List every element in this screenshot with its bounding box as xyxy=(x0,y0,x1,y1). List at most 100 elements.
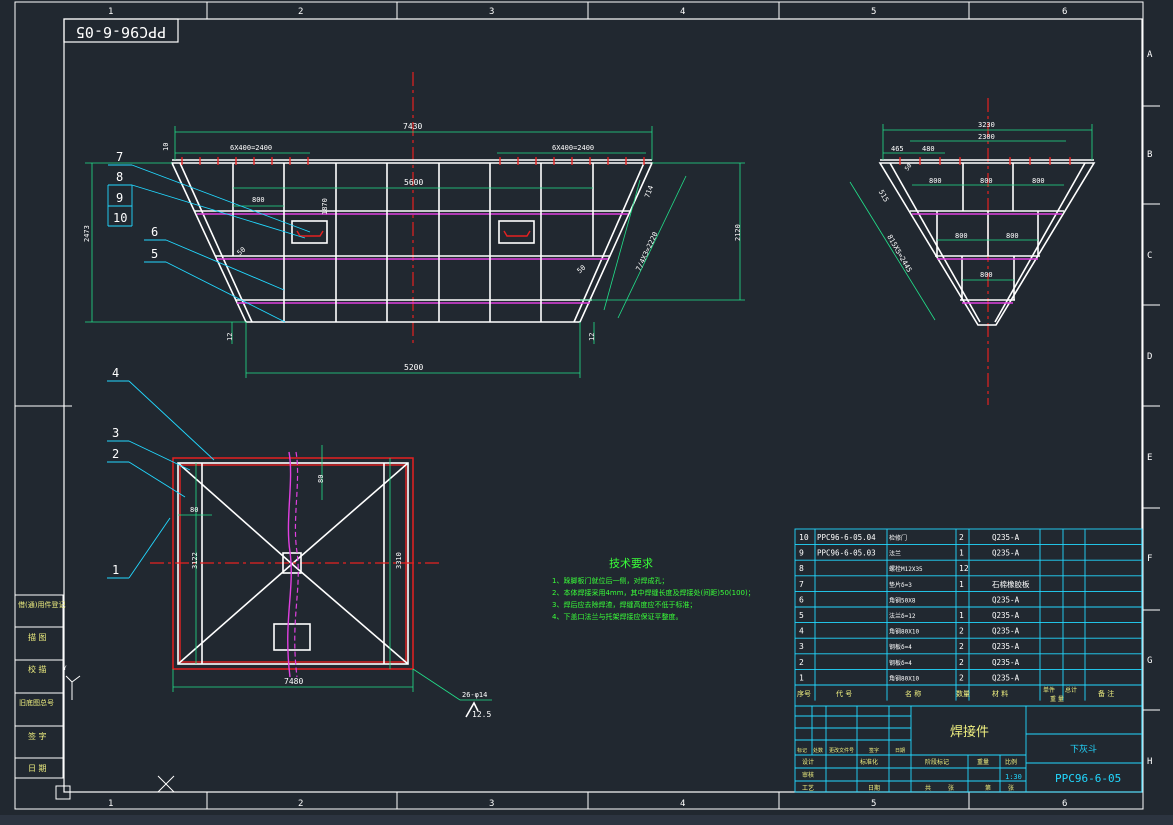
row-b: B xyxy=(1147,150,1152,160)
bom-row-code: PPC96-6-05.03 xyxy=(817,549,876,558)
side-dim-480: 480 xyxy=(922,145,935,153)
col-2-bottom: 2 xyxy=(298,799,303,809)
bom-row-material: Q235-A xyxy=(992,533,1020,542)
row-h: H xyxy=(1147,757,1152,767)
side-dim-465: 465 xyxy=(891,145,904,153)
tb-label-7: 审核 xyxy=(802,771,814,779)
side-dim-515: 515 xyxy=(877,189,890,204)
tb-label-16: 张 xyxy=(1008,784,1014,792)
side-row1-b: 800 xyxy=(980,177,993,185)
dim-height-1870: 1870 xyxy=(321,198,329,215)
plan-view[interactable]: 4 3 2 1 80 80 3122 3310 7480 26-φ14 12.5 xyxy=(107,366,492,719)
dim-bottom-width: 5200 xyxy=(404,363,423,372)
col-4-top: 4 xyxy=(680,7,685,17)
bom-row-no: 10 xyxy=(799,533,809,542)
tech-item-4: 4、下盖口法兰与托架焊接应保证平整度。 xyxy=(552,612,682,621)
front-view[interactable]: 7430 6X400=2400 6X400=2400 10 5600 800 1… xyxy=(83,72,745,378)
plan-weld-note: 26-φ14 xyxy=(462,691,487,699)
roughness-symbol xyxy=(465,701,479,718)
bom-row-qty: 2 xyxy=(959,627,964,636)
dim-50b: 50 xyxy=(576,264,588,276)
tech-item-3: 3、焊后应去除焊渣，焊缝高度应不低于标准； xyxy=(552,600,696,609)
dim-slope: 7/4X3=2220 xyxy=(635,231,660,273)
bom-row-no: 6 xyxy=(799,595,804,604)
stamp-6: 日 期 xyxy=(28,764,47,773)
tb-label-8: 工艺 xyxy=(802,784,814,792)
plan-height-left: 3122 xyxy=(191,552,199,569)
dim-height-2473: 2473 xyxy=(83,225,91,242)
bom-row-qty: 2 xyxy=(959,642,964,651)
col-5-bottom: 5 xyxy=(871,799,876,809)
bom-header-weight: 重 量 xyxy=(1050,695,1064,703)
tb-label-12: 比例 xyxy=(1005,758,1017,766)
tb-label-15: 第 xyxy=(985,784,991,792)
dim-714: 714 xyxy=(643,184,655,199)
plan-height-right: 3310 xyxy=(395,552,403,569)
bom-row-qty: 1 xyxy=(959,580,964,589)
status-bar xyxy=(0,815,1173,825)
bom-row-no: 9 xyxy=(799,549,804,558)
tb-label-2: 更改文件号 xyxy=(829,747,854,754)
bom-row-no: 2 xyxy=(799,658,804,667)
plan-dim-80b: 80 xyxy=(317,475,325,483)
title-scale: 1:30 xyxy=(1005,773,1022,781)
outer-border xyxy=(14,1,1144,810)
tb-label-11: 重量 xyxy=(977,758,989,766)
bom-header-remark: 备 注 xyxy=(1098,689,1114,698)
bom-row-name: 螺栓M12X35 xyxy=(889,565,923,573)
tb-label-9: 日期 xyxy=(868,784,880,792)
ucs-y-label: Y xyxy=(63,665,67,672)
dim-overall-width: 7430 xyxy=(403,122,422,131)
col-6-top: 6 xyxy=(1062,7,1067,17)
bom-row-material: Q235-A xyxy=(992,658,1020,667)
bom-row-qty: 2 xyxy=(959,658,964,667)
bom-header-name: 名 称 xyxy=(905,689,921,698)
tb-label-13: 共 xyxy=(925,784,931,792)
bom-row-qty: 1 xyxy=(959,549,964,558)
side-stamp: 借(通)用件登记 描 图 校 描 旧底图总号 签 字 日 期 xyxy=(14,594,65,779)
side-row1-a: 800 xyxy=(929,177,942,185)
row-a: A xyxy=(1147,50,1153,60)
column-labels-bottom: 1 2 3 4 5 6 xyxy=(108,799,1067,809)
side-row3: 800 xyxy=(980,271,993,279)
row-c: C xyxy=(1147,251,1152,261)
tb-label-3: 签字 xyxy=(869,747,879,754)
balloon-10: 10 xyxy=(113,211,127,225)
tech-requirements: 技术要求 1、跺脚板门就位后一侧，对焊成孔； 2、本体焊接采用4mm，其中焊缝长… xyxy=(552,557,755,621)
balloon-9: 9 xyxy=(116,191,123,205)
plan-width: 7480 xyxy=(284,677,303,686)
tb-label-10: 阶段标记 xyxy=(925,758,949,766)
balloon-6: 6 xyxy=(151,225,158,239)
bom-row-name: 法兰δ=12 xyxy=(889,612,916,620)
stamp-3: 校 描 xyxy=(28,664,47,674)
dim-12a: 12 xyxy=(226,333,234,341)
tech-title: 技术要求 xyxy=(609,557,653,570)
balloon-1: 1 xyxy=(112,563,119,577)
balloon-7: 7 xyxy=(116,150,123,164)
bom-row-name: 角钢50X8 xyxy=(889,596,916,604)
dim-12b: 12 xyxy=(588,333,596,341)
plan-roughness: 12.5 xyxy=(472,710,491,719)
bom-row-no: 5 xyxy=(799,611,804,620)
dim-top-flange: 10 xyxy=(162,143,170,151)
title-block[interactable]: 焊接件 下灰斗 PPC96-6-05 1:30 标记 处数 更改文件号 签字 日… xyxy=(794,705,1143,793)
col-5-top: 5 xyxy=(871,7,876,17)
bom-row-material: Q235-A xyxy=(992,595,1020,604)
tech-item-1: 1、跺脚板门就位后一侧，对焊成孔； xyxy=(552,576,668,585)
bom-header-total: 总计 xyxy=(1065,686,1077,694)
bom-row-material: Q235-A xyxy=(992,627,1020,636)
row-d: D xyxy=(1147,352,1152,362)
side-view[interactable]: 3230 2300 465 480 50 515 800 800 800 800… xyxy=(849,98,1096,405)
bom-row-no: 1 xyxy=(799,673,804,682)
dim-panel-800: 800 xyxy=(252,196,265,204)
stamp-4: 旧底图总号 xyxy=(19,698,54,707)
tb-label-1: 处数 xyxy=(813,747,823,754)
side-dim-inner: 2300 xyxy=(978,133,995,141)
bom-row-code: PPC96-6-05.04 xyxy=(817,533,876,542)
bom-row-material: Q235-A xyxy=(992,673,1020,682)
bom-row-material: Q235-A xyxy=(992,611,1020,620)
tb-label-0: 标记 xyxy=(797,747,807,754)
bom-row-name: 检修门 xyxy=(889,534,907,542)
